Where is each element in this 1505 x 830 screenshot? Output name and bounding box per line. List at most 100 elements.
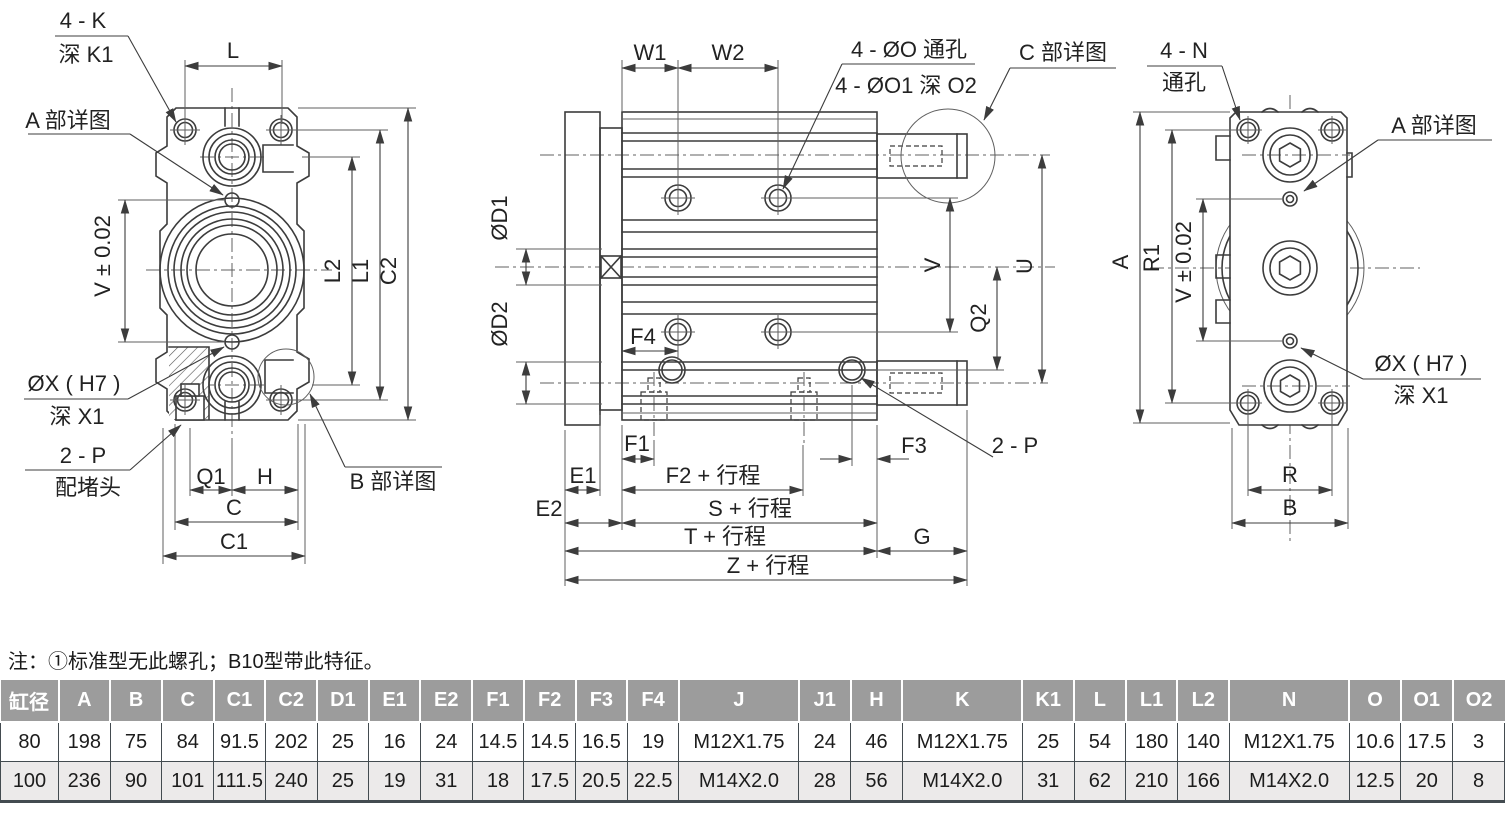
- table-cell: 31: [419, 761, 473, 802]
- dim-l1-label: L1: [348, 259, 373, 283]
- dim-r-label: R: [1282, 462, 1298, 487]
- table-header-cell: C: [160, 680, 215, 723]
- dim-q2-label: Q2: [966, 303, 991, 332]
- table-header-cell: H: [849, 680, 904, 723]
- table-cell: 17.5: [1400, 721, 1454, 762]
- table-header-cell: K1: [1021, 680, 1076, 723]
- table-cell: 25: [316, 761, 370, 802]
- table-cell: 202: [264, 721, 318, 762]
- table-cell: M14X2.0: [901, 761, 1023, 802]
- table-header-cell: O1: [1399, 680, 1454, 723]
- table-cell: 46: [850, 721, 903, 762]
- table-cell: 14.5: [471, 721, 525, 762]
- dim-d2-label: ØD2: [487, 301, 512, 346]
- ports-label: 2 - P: [60, 443, 106, 468]
- rear-through-holes-type-label: 通孔: [1162, 70, 1206, 95]
- dim-f1-label: F1: [624, 431, 650, 456]
- table-header-cell: C2: [264, 680, 319, 723]
- table-cell: M12X1.75: [901, 721, 1023, 762]
- table-header-cell: L1: [1124, 680, 1179, 723]
- table-header-cell: J: [677, 680, 800, 723]
- table-cell: 3: [1452, 721, 1505, 762]
- table-cell: 22.5: [626, 761, 680, 802]
- rear-pin-hole-label: ØX ( H7 ): [1375, 351, 1468, 376]
- table-cell: 28: [798, 761, 852, 802]
- table-cell: 62: [1073, 761, 1127, 802]
- dim-e2-label: E2: [536, 496, 563, 521]
- dim-a-label: A: [1108, 254, 1133, 269]
- detail-a-label: A 部详图: [25, 108, 111, 133]
- dim-c2-label: C2: [376, 257, 401, 285]
- table-cell: 180: [1125, 721, 1178, 762]
- table-cell: 84: [161, 721, 215, 762]
- table-header-cell: 缸径: [0, 680, 60, 723]
- dim-g-label: G: [913, 524, 930, 549]
- table-header-cell: F3: [574, 680, 629, 723]
- dim-v-label: V ± 0.02: [90, 215, 115, 297]
- table-cell: 75: [109, 721, 163, 762]
- table-cell: 20: [1400, 761, 1454, 802]
- table-cell: 31: [1021, 761, 1075, 802]
- table-cell: 54: [1073, 721, 1127, 762]
- dim-q1-label: Q1: [196, 464, 225, 489]
- table-cell: 24: [798, 721, 852, 762]
- table-cell: 14.5: [523, 721, 577, 762]
- table-cell: M14X2.0: [1228, 761, 1350, 802]
- dim-z-label: Z + 行程: [727, 553, 810, 578]
- counterbore-holes-label: 4 - ØO1 深 O2: [835, 73, 977, 98]
- table-cell: 240: [264, 761, 318, 802]
- table-cell: 24: [419, 721, 473, 762]
- table-header-cell: L: [1073, 680, 1127, 723]
- table-cell: 80: [0, 721, 59, 762]
- table-cell: 19: [368, 761, 421, 802]
- dim-u-label: U: [1012, 258, 1037, 274]
- table-cell: 16.5: [575, 721, 628, 762]
- table-cell: 17.5: [523, 761, 577, 802]
- dim-d1-label: ØD1: [487, 195, 512, 240]
- table-cell: 91.5: [213, 721, 266, 762]
- table-header-cell: O2: [1451, 680, 1505, 723]
- table-header-cell: A: [57, 680, 112, 723]
- table-cell: 8: [1452, 761, 1505, 802]
- table-header-cell: O: [1348, 680, 1402, 723]
- side-ports-label: 2 - P: [992, 433, 1038, 458]
- pin-hole-depth-label: 深 X1: [49, 404, 104, 429]
- table-header-cell: E1: [367, 680, 422, 723]
- dim-e1-label: E1: [570, 463, 597, 488]
- table-cell: 166: [1176, 761, 1230, 802]
- dim-w2-label: W2: [712, 40, 745, 65]
- footnote: 注：①标准型无此螺孔；B10型带此特征。: [8, 651, 384, 673]
- dim-r1-label: R1: [1139, 244, 1164, 272]
- table-header-cell: F2: [522, 680, 577, 723]
- dim-f3-label: F3: [901, 433, 927, 458]
- detail-c-label: C 部详图: [1019, 40, 1107, 65]
- side-view-drawing: W1 W2 4 - ØO 通孔 4 - ØO1 深 O2 C 部详图 ØD1 Ø…: [487, 37, 1116, 586]
- front-view-drawing: L V ± 0.02 L2 L1 C2 Q1 H C C1 4 - K 深 K1…: [24, 8, 442, 564]
- table-cell: 101: [161, 761, 215, 802]
- table-cell: 16: [368, 721, 421, 762]
- table-cell: 90: [109, 761, 163, 802]
- table-cell: 25: [1021, 721, 1075, 762]
- plug-label: 配堵头: [55, 475, 121, 500]
- table-cell: 236: [58, 761, 111, 802]
- dim-c-label: C: [226, 495, 242, 520]
- corner-holes-depth-label: 深 K1: [58, 42, 113, 67]
- front-corner-bolt-holes: [170, 115, 296, 415]
- table-cell: 25: [316, 721, 370, 762]
- table-header-cell: C1: [212, 680, 267, 723]
- table-cell: 20.5: [575, 761, 628, 802]
- rear-view-drawing: A R1 V ± 0.02 R B 4 - N 通孔 A 部详图 ØX ( H7…: [1108, 38, 1492, 545]
- table-cell: 18: [471, 761, 525, 802]
- rear-pin-hole-depth-label: 深 X1: [1393, 383, 1448, 408]
- dim-s-label: S + 行程: [708, 496, 792, 521]
- rear-detail-a-label: A 部详图: [1391, 113, 1477, 138]
- table-cell: 10.6: [1348, 721, 1402, 762]
- detail-b-label: B 部详图: [350, 469, 437, 494]
- table-header-cell: D1: [316, 680, 370, 723]
- side-port-holes: [658, 181, 866, 384]
- dim-w1-label: W1: [634, 40, 667, 65]
